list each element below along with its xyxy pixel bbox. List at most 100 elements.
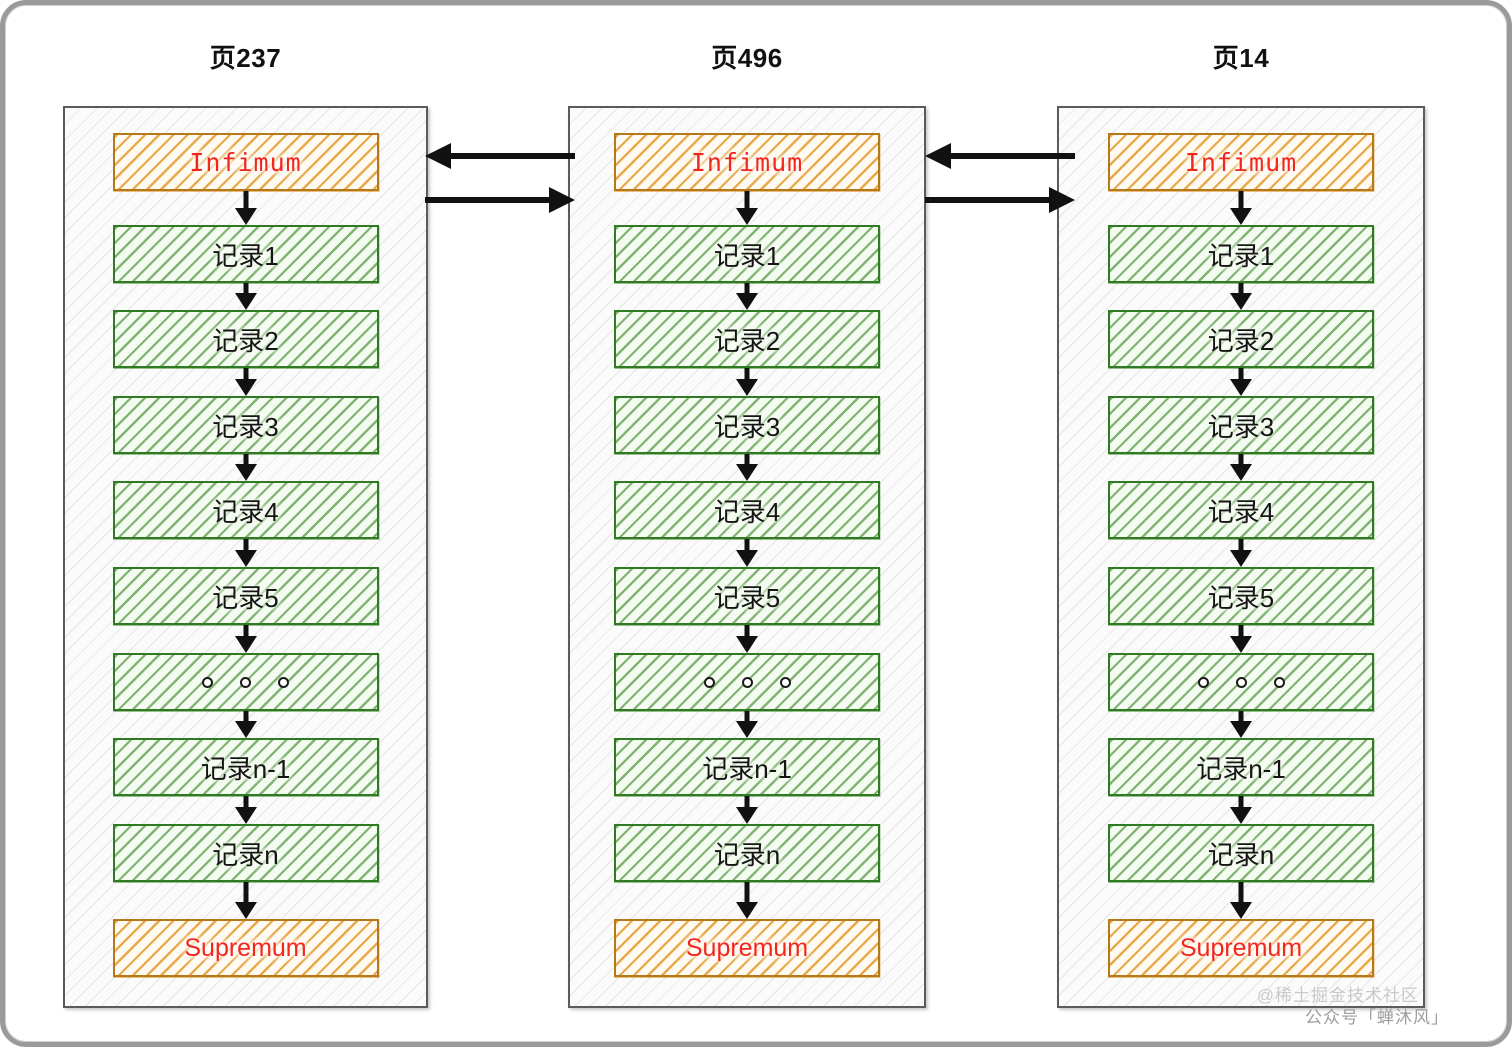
page-link-arrow-left-1 xyxy=(425,143,575,169)
arrow-shaft xyxy=(947,153,1075,159)
arrow-shaft xyxy=(744,796,750,810)
supremum-box: Supremum xyxy=(112,919,379,977)
arrow-shaft xyxy=(1238,454,1244,467)
arrow-shaft xyxy=(243,539,248,553)
infimum-box: Infimum xyxy=(1108,133,1374,191)
arrow-shaft xyxy=(243,283,248,296)
record-box: 记录1 xyxy=(1108,225,1374,283)
watermark-community: @稀土掘金技术社区 xyxy=(1256,986,1419,1005)
arrow-head-down-icon xyxy=(1230,293,1252,310)
page-link-arrow-left-2 xyxy=(925,143,1075,169)
record-box: 记录n xyxy=(614,824,880,882)
record-link-arrow xyxy=(232,368,260,396)
arrow-shaft xyxy=(425,197,553,203)
arrow-shaft xyxy=(1238,796,1244,810)
record-link-arrow xyxy=(1227,191,1255,225)
record-box: 记录1 xyxy=(112,225,379,283)
record-label: 记录1 xyxy=(713,240,781,271)
record-ellipsis-box xyxy=(112,653,379,711)
page-link-arrow-right-1 xyxy=(425,187,575,213)
arrow-head-down-icon xyxy=(1230,464,1252,481)
record-link-arrow xyxy=(232,882,260,919)
ellipsis-dots-icon xyxy=(703,676,791,688)
record-box: 记录3 xyxy=(614,396,880,454)
arrow-shaft xyxy=(243,882,248,905)
record-box: 记录5 xyxy=(614,567,880,625)
arrow-shaft xyxy=(1238,539,1244,553)
arrow-head-right-icon xyxy=(549,187,575,213)
ellipsis-dots-icon xyxy=(202,676,289,688)
record-label: 记录1 xyxy=(1207,240,1275,271)
boundary-label: Supremum xyxy=(1179,933,1303,962)
record-label: 记录n xyxy=(212,839,279,870)
record-link-arrow xyxy=(733,283,761,310)
arrow-shaft xyxy=(1238,711,1244,724)
arrow-head-down-icon xyxy=(234,636,257,653)
arrow-shaft xyxy=(744,539,750,553)
arrow-head-down-icon xyxy=(736,721,758,738)
record-box: 记录3 xyxy=(1108,396,1374,454)
record-label: 记录n xyxy=(713,839,781,870)
arrow-head-right-icon xyxy=(1049,187,1075,213)
arrow-head-down-icon xyxy=(1230,807,1252,824)
record-link-arrow xyxy=(1227,882,1255,919)
record-link-arrow xyxy=(232,625,260,653)
arrow-shaft xyxy=(744,191,750,211)
record-label: 记录3 xyxy=(212,411,279,442)
infimum-box: Infimum xyxy=(614,133,880,191)
record-box: 记录4 xyxy=(1108,481,1374,539)
record-box: 记录3 xyxy=(112,396,379,454)
record-label: 记录5 xyxy=(212,582,279,613)
record-label: 记录2 xyxy=(713,325,781,356)
arrow-shaft xyxy=(744,454,750,467)
record-link-arrow xyxy=(232,191,260,225)
arrow-head-down-icon xyxy=(736,293,758,310)
record-box: 记录2 xyxy=(112,310,379,368)
record-label: 记录n-1 xyxy=(1196,753,1286,784)
page-link-arrows-1-2 xyxy=(425,143,575,213)
arrow-shaft xyxy=(744,283,750,296)
record-link-arrow xyxy=(733,625,761,653)
record-link-arrow xyxy=(733,368,761,396)
record-box: 记录n xyxy=(1108,824,1374,882)
arrow-shaft xyxy=(243,625,248,639)
arrow-head-down-icon xyxy=(736,208,758,225)
arrow-shaft xyxy=(744,882,750,905)
arrow-head-down-icon xyxy=(234,464,257,481)
record-label: 记录1 xyxy=(212,240,279,271)
record-box: 记录1 xyxy=(614,225,880,283)
record-box: 记录n-1 xyxy=(112,738,379,796)
arrow-head-down-icon xyxy=(234,293,257,310)
arrow-shaft xyxy=(243,454,248,467)
record-label: 记录n-1 xyxy=(200,753,291,784)
arrow-head-down-icon xyxy=(234,807,257,824)
arrow-shaft xyxy=(744,711,750,724)
page-link-arrows-2-3 xyxy=(925,143,1075,213)
watermark-account: 公众号「蝉沐风」 xyxy=(1305,1008,1449,1027)
record-label: 记录n xyxy=(1207,839,1275,870)
arrow-head-down-icon xyxy=(736,807,758,824)
supremum-box: Supremum xyxy=(1108,919,1374,977)
arrow-head-down-icon xyxy=(736,550,758,567)
ellipsis-dots-icon xyxy=(1197,676,1285,688)
record-link-arrow xyxy=(1227,625,1255,653)
record-ellipsis-box xyxy=(1108,653,1374,711)
record-link-arrow xyxy=(1227,368,1255,396)
arrow-shaft xyxy=(744,368,750,382)
boundary-label: Infimum xyxy=(189,147,302,177)
record-link-arrow xyxy=(232,711,260,738)
arrow-head-left-icon xyxy=(425,143,451,169)
arrow-head-down-icon xyxy=(1230,902,1252,919)
record-box: 记录n-1 xyxy=(614,738,880,796)
arrow-head-down-icon xyxy=(736,379,758,396)
record-link-arrow xyxy=(232,454,260,481)
record-link-arrow xyxy=(232,283,260,310)
record-link-arrow xyxy=(1227,539,1255,567)
boundary-label: Infimum xyxy=(1184,147,1298,177)
record-link-arrow xyxy=(733,454,761,481)
